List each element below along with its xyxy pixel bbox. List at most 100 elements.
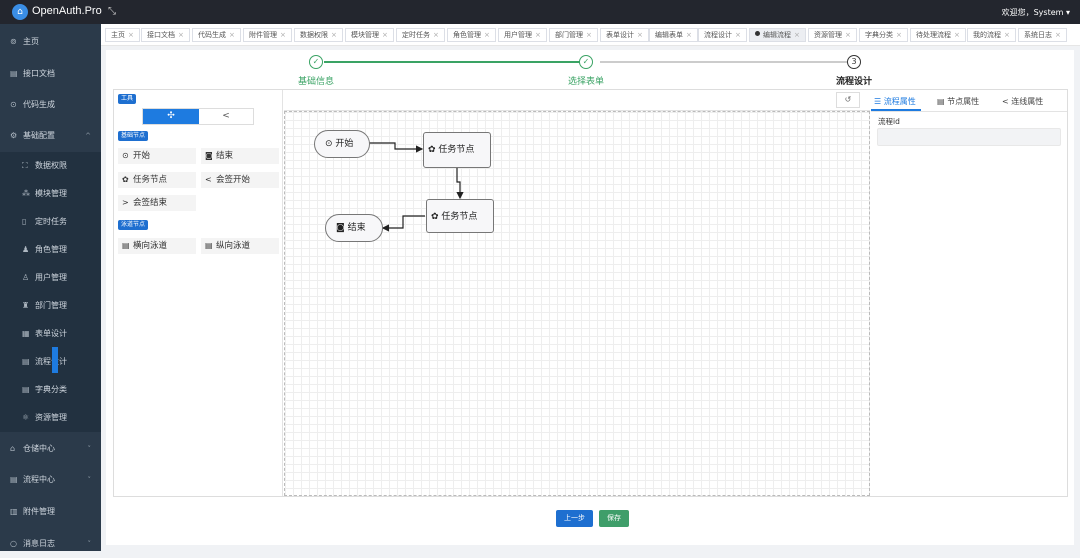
close-icon[interactable]: × <box>382 31 388 39</box>
sidebar-item-flow-center[interactable]: ▤流程中心˅ <box>0 466 101 494</box>
sidebar-item-scheduled-tasks[interactable]: ▯定时任务 <box>0 208 101 236</box>
tab-label: 编辑流程 <box>763 31 791 39</box>
collapse-sidebar-icon[interactable]: ⤡ <box>108 6 116 17</box>
sidebar-item-departments[interactable]: ♜部门管理 <box>0 292 101 320</box>
tab-api-docs[interactable]: 接口文档× <box>141 28 190 42</box>
sidebar-item-codegen[interactable]: ⊙代码生成 <box>0 91 101 119</box>
tool-sign-start[interactable]: <会签开始 <box>201 172 279 188</box>
prev-step-button[interactable]: 上一步 <box>556 510 593 527</box>
tab-flow-design[interactable]: 流程设计× <box>698 28 747 42</box>
tab-pending-flows[interactable]: 待处理流程× <box>910 28 966 42</box>
tab-label: 字典分类 <box>865 31 893 39</box>
app-title: OpenAuth.Pro <box>32 5 102 17</box>
close-icon[interactable]: × <box>896 31 902 39</box>
sidebar-item-data-permission[interactable]: ⛶数据权限 <box>0 152 101 180</box>
close-icon[interactable]: × <box>586 31 592 39</box>
tab-node-properties[interactable]: ▤ 节点属性 <box>937 96 979 107</box>
sidebar-item-home[interactable]: ⊚主页 <box>0 28 101 56</box>
connect-tool-button[interactable]: < <box>199 109 253 124</box>
close-icon[interactable]: × <box>954 31 960 39</box>
basic-nodes-badge: 基础节点 <box>118 131 149 141</box>
tab-edit-flow[interactable]: 编辑流程× <box>749 28 806 42</box>
sidebar-item-api-docs[interactable]: ▤接口文档 <box>0 60 101 88</box>
sidebar-item-dictionary[interactable]: ▤字典分类 <box>0 376 101 404</box>
tool-task-node[interactable]: ✿任务节点 <box>118 172 196 188</box>
close-icon[interactable]: × <box>178 31 184 39</box>
sidebar-item-warehouse[interactable]: ⌂仓储中心˅ <box>0 435 101 463</box>
close-icon[interactable]: × <box>331 31 337 39</box>
tab-form-design[interactable]: 表单设计× <box>600 28 649 42</box>
tab-home[interactable]: 主页× <box>105 28 140 42</box>
sidebar-item-form-design[interactable]: ▦表单设计 <box>0 320 101 348</box>
tab-roles[interactable]: 角色管理× <box>447 28 496 42</box>
sidebar-item-attachments[interactable]: ▥附件管理 <box>0 498 101 526</box>
sidebar-item-label: 仓储中心 <box>23 444 55 453</box>
flow-connectors <box>369 142 464 232</box>
tab-label: 模块管理 <box>351 31 379 39</box>
tool-end-node[interactable]: ◙结束 <box>201 148 279 164</box>
tab-resources[interactable]: 资源管理× <box>808 28 857 42</box>
flow-node-task-2[interactable]: ✿ 任务节点 <box>426 199 494 233</box>
play-circle-icon: ⊙ <box>325 139 333 149</box>
tab-modules[interactable]: 模块管理× <box>345 28 394 42</box>
undo-button[interactable]: ↺ <box>836 92 860 108</box>
tool-horizontal-lane[interactable]: ▤横向泳道 <box>118 238 196 254</box>
tab-label: 表单设计 <box>606 31 634 39</box>
close-icon[interactable]: × <box>1055 31 1061 39</box>
fork-icon: < <box>205 175 212 184</box>
close-icon[interactable]: × <box>128 31 134 39</box>
sidebar-item-label: 角色管理 <box>35 245 67 254</box>
tools-badge: 工具 <box>118 94 137 104</box>
tool-start-node[interactable]: ⊙开始 <box>118 148 196 164</box>
tab-scheduled-tasks[interactable]: 定时任务× <box>396 28 445 42</box>
tab-codegen[interactable]: 代码生成× <box>192 28 241 42</box>
user-menu[interactable]: 欢迎您，System ▾ <box>1001 8 1070 17</box>
tool-sign-end[interactable]: >会签结束 <box>118 195 196 211</box>
gear-icon: ✿ <box>122 175 129 184</box>
flow-node-task-1[interactable]: ✿ 任务节点 <box>423 132 491 168</box>
close-icon[interactable]: × <box>1004 31 1010 39</box>
flow-canvas[interactable]: ⊙ 开始 ✿ 任务节点 ✿ 任务节点 ◙ 结束 <box>284 111 870 496</box>
close-icon[interactable]: × <box>433 31 439 39</box>
sidebar-item-resources[interactable]: ⚛资源管理 <box>0 404 101 432</box>
close-icon[interactable]: × <box>845 31 851 39</box>
close-icon[interactable]: × <box>535 31 541 39</box>
tab-system-log[interactable]: 系统日志× <box>1018 28 1067 42</box>
close-icon[interactable]: × <box>280 31 286 39</box>
tab-attachments[interactable]: 附件管理× <box>243 28 292 42</box>
sidebar-item-label: 数据权限 <box>35 161 67 170</box>
node-label: 结束 <box>347 223 366 233</box>
close-icon[interactable]: × <box>229 31 235 39</box>
close-icon[interactable]: × <box>637 31 643 39</box>
flow-node-start[interactable]: ⊙ 开始 <box>314 130 370 158</box>
tab-my-flows[interactable]: 我的流程× <box>967 28 1016 42</box>
save-button[interactable]: 保存 <box>599 510 629 527</box>
active-dot-icon <box>755 31 760 36</box>
close-icon[interactable]: × <box>686 31 692 39</box>
tab-data-permission[interactable]: 数据权限× <box>294 28 343 42</box>
tab-dictionary[interactable]: 字典分类× <box>859 28 908 42</box>
close-icon[interactable]: × <box>484 31 490 39</box>
close-icon[interactable]: × <box>735 31 741 39</box>
sidebar-item-modules[interactable]: ⁂模块管理 <box>0 180 101 208</box>
sidebar-item-roles[interactable]: ♟角色管理 <box>0 236 101 264</box>
gear-icon: ✿ <box>428 145 436 155</box>
flow-node-end[interactable]: ◙ 结束 <box>325 214 383 242</box>
tab-line-properties[interactable]: < 连线属性 <box>1002 96 1043 107</box>
tool-vertical-lane[interactable]: ▤纵向泳道 <box>201 238 279 254</box>
close-icon[interactable]: × <box>794 31 800 39</box>
tab-edit-form[interactable]: 编辑表单× <box>649 28 698 42</box>
tab-flow-properties[interactable]: ☰ 流程属性 <box>874 96 916 107</box>
tab-departments[interactable]: 部门管理× <box>549 28 598 42</box>
code-icon: ⊙ <box>10 100 17 109</box>
tab-users[interactable]: 用户管理× <box>498 28 547 42</box>
sidebar-item-basic-config[interactable]: ⚙基础配置^ <box>0 122 101 150</box>
timer-icon: ▯ <box>22 217 27 226</box>
flow-id-field[interactable] <box>877 128 1061 146</box>
move-tool-button[interactable]: ✣ <box>143 109 199 124</box>
sidebar-item-users[interactable]: ♙用户管理 <box>0 264 101 292</box>
sidebar-item-flow-design[interactable]: ▤流程设计 <box>0 348 101 376</box>
divider <box>871 111 1067 112</box>
tool-mode-toggle: ✣ < <box>142 108 254 125</box>
sidebar-item-message-log[interactable]: ○消息日志˅ <box>0 530 101 558</box>
